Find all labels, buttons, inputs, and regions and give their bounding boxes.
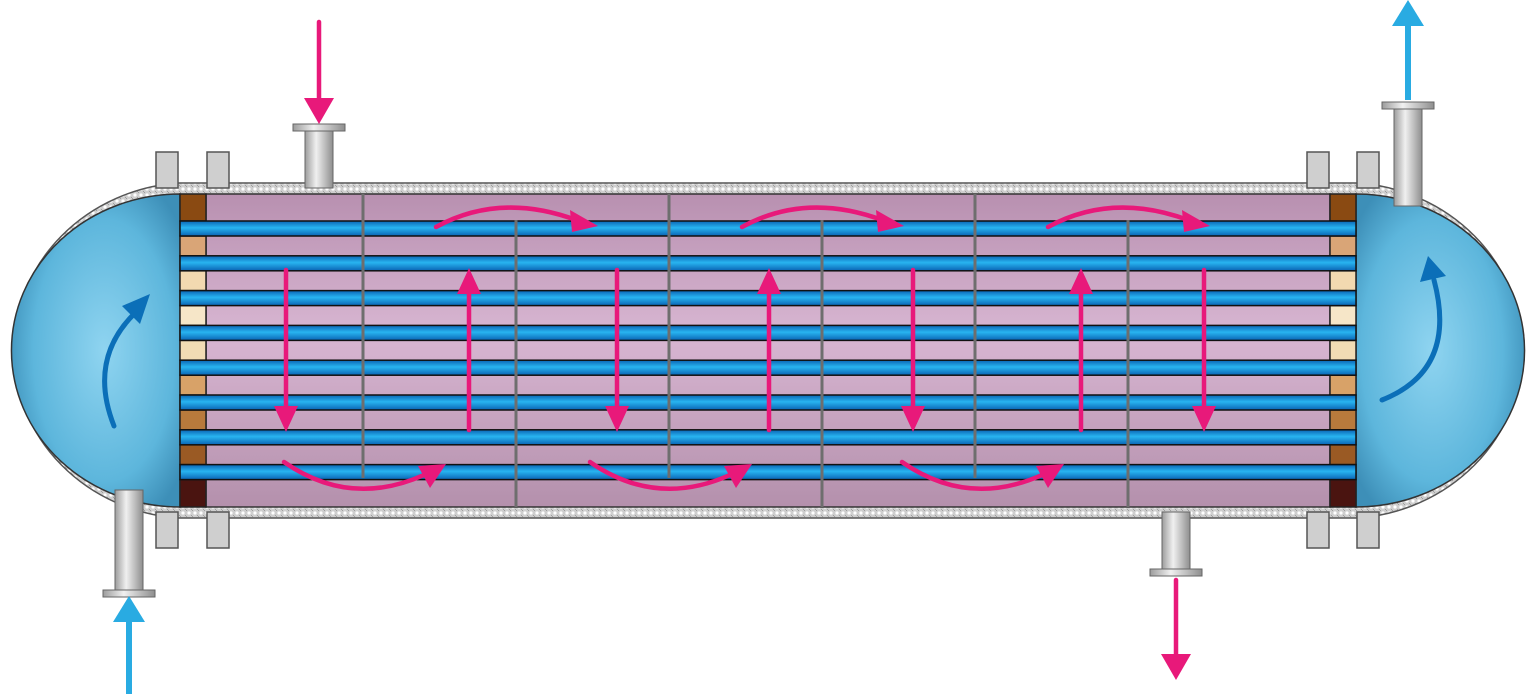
tube-sheet-segment — [1329, 235, 1357, 257]
tube-sheet-segment — [179, 270, 207, 292]
tube-sheet-segment — [1329, 270, 1357, 292]
shell-flow-over-arrow — [433, 205, 579, 230]
nozzle-tube-inlet — [102, 489, 156, 598]
tube-sheet-segment — [1329, 339, 1357, 361]
flange-brackets — [155, 151, 1380, 549]
tube-sheet-segment — [179, 409, 207, 431]
right-channel-head — [1355, 193, 1526, 508]
shell-flow-under-arrow — [899, 459, 1045, 491]
tube-sheet-left — [179, 193, 207, 508]
tube-bundle — [179, 220, 1357, 481]
shell-flow-under-arrow — [281, 459, 427, 491]
shell-flow-arrowheads — [274, 98, 1216, 680]
tube-sheet-segment — [179, 374, 207, 396]
tube-sheet-segment — [179, 478, 207, 508]
tube — [179, 429, 1357, 446]
tube-sheet-segment — [1329, 304, 1357, 327]
nozzle-shell-inlet — [292, 123, 346, 189]
tube-sheet-segment — [179, 193, 207, 222]
shell-flow-under-arrow — [587, 459, 733, 491]
tube-sheet-right — [1329, 193, 1357, 508]
tube — [179, 255, 1357, 272]
tube-sheet-segment — [179, 304, 207, 327]
tube — [179, 463, 1357, 481]
tube-sheet-segment — [179, 339, 207, 361]
tube-sheet-segment — [1329, 444, 1357, 466]
shell-flow-arrows — [281, 19, 1207, 659]
channel-flow-arrows — [102, 256, 1446, 429]
channel-right-arrow — [1379, 277, 1443, 403]
tube-sheet-segment — [1329, 193, 1357, 222]
tube — [179, 220, 1357, 237]
nozzle-shell-outlet — [1149, 511, 1203, 577]
tube-sheet-segment — [179, 235, 207, 257]
tube-sheet-segment — [1329, 409, 1357, 431]
shell-flow-over-arrow — [1045, 205, 1191, 230]
tube-sheet-segment — [179, 444, 207, 466]
channel-left-arrow — [102, 311, 137, 429]
baffles — [361, 194, 1130, 507]
tube-sheet-segment — [1329, 478, 1357, 508]
shell-flow-over-arrow — [739, 205, 885, 230]
nozzle-tube-outlet — [1381, 101, 1435, 207]
tube-sheet-segment — [1329, 374, 1357, 396]
tube-flow-arrows — [113, 0, 1424, 694]
left-channel-head — [10, 193, 181, 508]
